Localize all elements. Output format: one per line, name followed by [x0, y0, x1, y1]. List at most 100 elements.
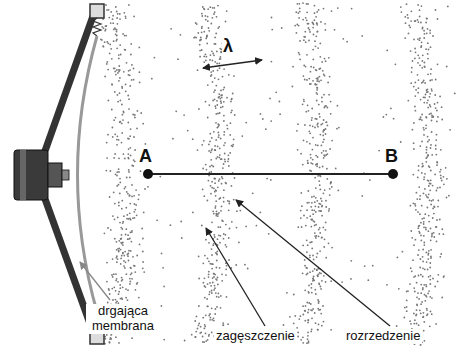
air-particle	[328, 94, 330, 96]
air-particle	[101, 26, 103, 28]
air-particle	[448, 195, 450, 197]
air-particle	[147, 186, 149, 188]
air-particle	[131, 278, 133, 280]
air-particle	[321, 280, 323, 282]
air-particle	[124, 49, 126, 51]
air-particle	[308, 130, 310, 132]
air-particle	[437, 281, 439, 283]
air-particle	[318, 68, 320, 70]
air-particle	[406, 300, 408, 302]
air-particle	[224, 142, 226, 144]
air-particle	[419, 57, 421, 59]
air-particle	[130, 43, 132, 45]
air-particle	[197, 69, 199, 71]
air-particle	[294, 25, 296, 27]
air-particle	[424, 66, 426, 68]
air-particle	[220, 94, 222, 96]
air-particle	[197, 328, 199, 330]
air-particle	[323, 275, 325, 277]
air-particle	[429, 296, 431, 298]
air-particle	[111, 109, 113, 111]
air-particle	[213, 317, 215, 319]
air-particle	[129, 237, 131, 239]
air-particle	[116, 31, 118, 33]
air-particle	[113, 119, 115, 121]
air-particle	[121, 104, 123, 106]
air-particle	[128, 260, 130, 262]
air-particle	[430, 228, 432, 230]
air-particle	[430, 106, 432, 108]
air-particle	[120, 227, 122, 229]
air-particle	[116, 47, 118, 49]
air-particle	[300, 210, 302, 212]
air-particle	[128, 158, 130, 160]
air-particle	[416, 323, 418, 325]
air-particle	[219, 98, 221, 100]
air-particle	[413, 287, 415, 289]
air-particle	[425, 227, 427, 229]
air-particle	[121, 243, 123, 245]
air-particle	[317, 175, 319, 177]
air-particle	[230, 101, 232, 103]
air-particle	[206, 36, 208, 38]
air-particle	[319, 250, 321, 252]
air-particle	[319, 76, 321, 78]
air-particle	[123, 153, 125, 155]
air-particle	[271, 17, 273, 19]
air-particle	[305, 225, 307, 227]
air-particle	[214, 37, 216, 39]
air-particle	[213, 7, 215, 9]
air-particle	[132, 256, 134, 258]
air-particle	[421, 5, 423, 7]
air-particle	[306, 141, 308, 143]
air-particle	[436, 226, 438, 228]
air-particle	[214, 149, 216, 151]
air-particle	[270, 179, 272, 181]
air-particle	[413, 148, 415, 150]
air-particle	[112, 127, 114, 129]
air-particle	[216, 296, 218, 298]
air-particle	[123, 255, 125, 257]
air-particle	[122, 286, 124, 288]
air-particle	[436, 190, 438, 192]
air-particle	[133, 79, 135, 81]
air-particle	[426, 252, 428, 254]
air-particle	[423, 244, 425, 246]
air-particle	[135, 204, 137, 206]
air-particle	[230, 112, 232, 114]
air-particle	[118, 157, 120, 159]
air-particle	[421, 301, 423, 303]
air-particle	[325, 206, 327, 208]
air-particle	[310, 157, 312, 159]
air-particle	[228, 203, 230, 205]
air-particle	[159, 176, 161, 178]
air-particle	[323, 8, 325, 10]
air-particle	[210, 185, 212, 187]
air-particle	[318, 9, 320, 11]
air-particle	[437, 116, 439, 118]
air-particle	[279, 101, 281, 103]
air-particle	[421, 166, 423, 168]
air-particle	[437, 274, 439, 276]
air-particle	[118, 240, 120, 242]
air-particle	[310, 154, 312, 156]
air-particle	[204, 328, 206, 330]
air-particle	[429, 283, 431, 285]
air-particle	[307, 162, 309, 164]
air-particle	[136, 214, 138, 216]
air-particle	[161, 253, 163, 255]
air-particle	[108, 100, 110, 102]
air-particle	[311, 287, 313, 289]
air-particle	[411, 237, 413, 239]
air-particle	[207, 339, 209, 341]
air-particle	[312, 27, 314, 29]
air-particle	[115, 173, 117, 175]
air-particle	[214, 149, 216, 151]
air-particle	[118, 251, 120, 253]
air-particle	[432, 116, 434, 118]
air-particle	[321, 152, 323, 154]
air-particle	[208, 30, 210, 32]
air-particle	[418, 79, 420, 81]
air-particle	[308, 302, 310, 304]
air-particle	[214, 178, 216, 180]
